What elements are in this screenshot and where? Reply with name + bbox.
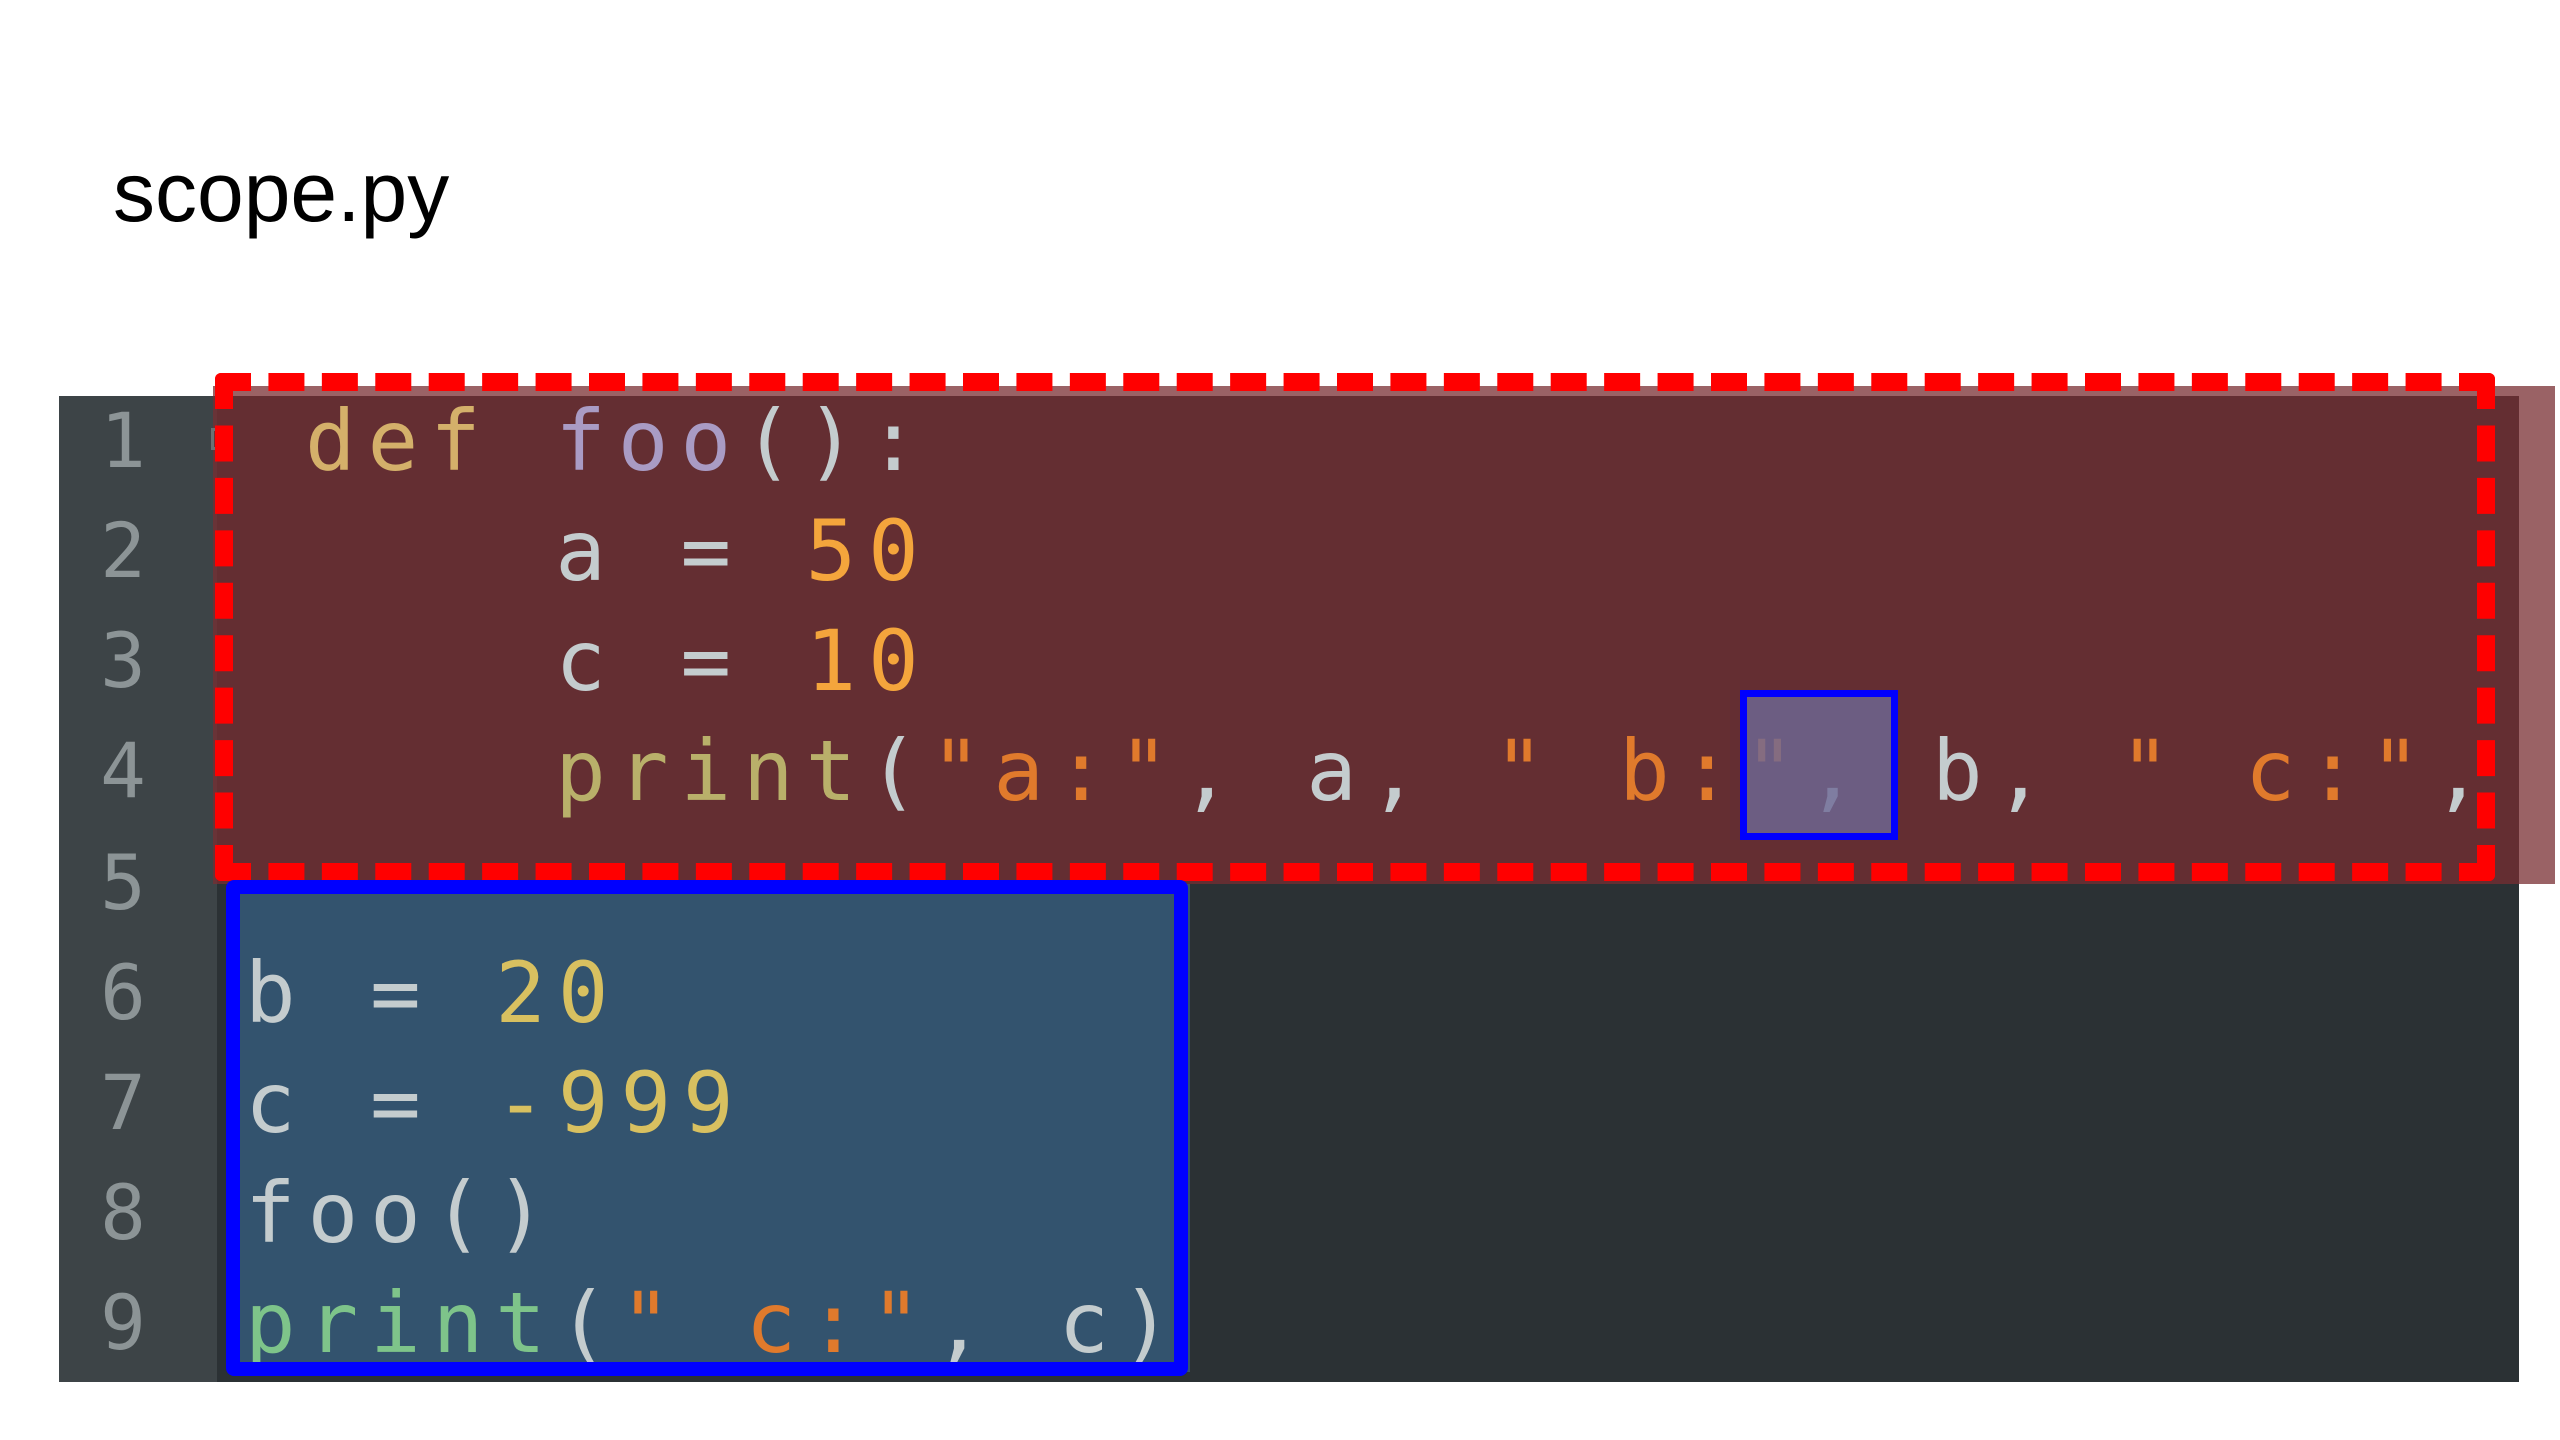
- number-literal: 50: [805, 502, 931, 600]
- punctuation: ():: [743, 392, 931, 490]
- keyword-def: def: [305, 392, 493, 490]
- local-scope-dashed-border: [215, 373, 2495, 881]
- global-scope-highlight: [232, 884, 1190, 1372]
- variable: a: [555, 502, 618, 600]
- builtin-print: print: [245, 1274, 558, 1372]
- string-literal: " c:": [2119, 722, 2433, 820]
- punctuation: (): [432, 1164, 558, 1262]
- operator: =: [617, 612, 806, 710]
- line-number: 8: [100, 1168, 146, 1257]
- code-line-7: c = -999: [245, 1048, 746, 1158]
- argument-separator: , c): [933, 1274, 1184, 1372]
- function-call: foo: [245, 1164, 433, 1262]
- punctuation: (: [868, 722, 931, 820]
- operator: =: [617, 502, 806, 600]
- argument-separator: , a,: [1181, 722, 1494, 820]
- code-line-6: b = 20: [245, 938, 620, 1048]
- line-number: 1: [100, 396, 146, 485]
- code-line-2: a = 50: [305, 496, 931, 606]
- string-literal: " c:": [620, 1274, 934, 1372]
- code-line-8: foo(): [245, 1158, 558, 1268]
- code-line-9: print(" c:", c): [245, 1268, 1184, 1378]
- line-number: 4: [100, 726, 146, 815]
- global-scope-solid-border: [226, 880, 1188, 1376]
- number-literal: 20: [495, 944, 621, 1042]
- line-number: 3: [100, 616, 146, 705]
- variable: c: [245, 1054, 308, 1152]
- variable: c: [555, 612, 618, 710]
- punctuation: (: [557, 1274, 621, 1372]
- code-line-4: print("a:", a, " b:", b, " c:", c): [305, 716, 2560, 826]
- operator: =: [307, 1054, 496, 1152]
- line-number: 5: [100, 838, 146, 927]
- line-gutter: [59, 396, 217, 1382]
- line-number: 2: [100, 506, 146, 595]
- builtin-print: print: [555, 722, 869, 820]
- operator: =: [307, 944, 496, 1042]
- variable: b: [245, 944, 308, 1042]
- number-literal: 10: [805, 612, 931, 710]
- code-editor: 1 2 3 4 5 6 7 8 9 - def foo(): a = 50 c …: [59, 386, 2560, 1382]
- local-scope-highlight: [213, 386, 2555, 884]
- code-line-3: c = 10: [305, 606, 931, 716]
- highlighted-variable-b: b,: [1931, 722, 2058, 820]
- line-number: 9: [100, 1278, 146, 1367]
- argument-separator: , c): [2432, 722, 2560, 820]
- string-literal: "a:": [930, 722, 1182, 820]
- line-number: 7: [100, 1058, 146, 1147]
- variable-b-callout-box: [1740, 690, 1898, 840]
- function-name: foo: [555, 392, 744, 490]
- code-line-1: def foo():: [305, 386, 931, 496]
- number-literal: -999: [495, 1054, 746, 1152]
- file-title: scope.py: [113, 145, 450, 239]
- line-number: 6: [100, 948, 146, 1037]
